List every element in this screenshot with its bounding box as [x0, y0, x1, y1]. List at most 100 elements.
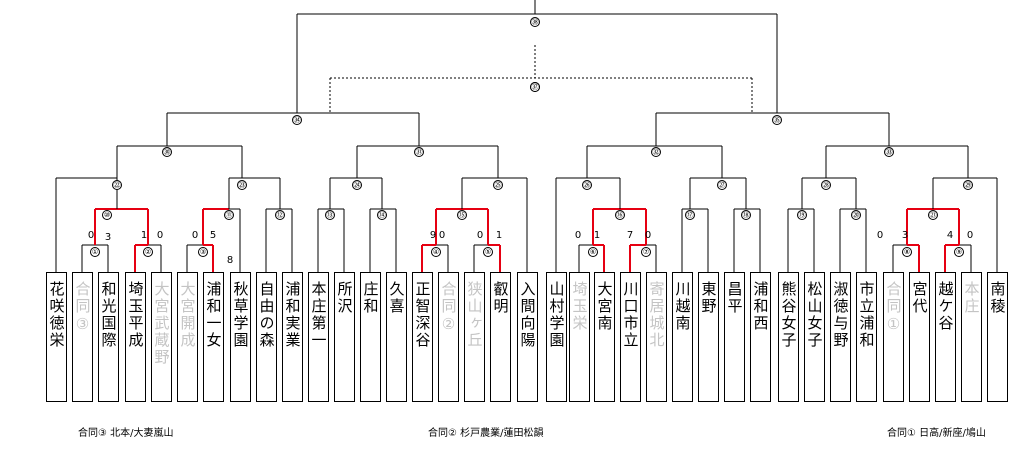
team-name: 淑徳与野 — [831, 281, 850, 349]
game-number: ⑯ — [615, 210, 625, 220]
game-number: ㉒ — [112, 180, 122, 190]
team-name: 所沢 — [335, 281, 354, 315]
score: 5 — [209, 230, 217, 241]
score: 0 — [644, 230, 652, 241]
team-name: 入間向陽 — [518, 281, 537, 349]
team-box: 南稜 — [986, 272, 1008, 402]
team-name: 越ケ谷 — [936, 281, 955, 332]
team-name: 埼玉栄 — [570, 281, 589, 332]
note-joint-team-2: 合同② 杉戸農業/蓮田松韻 — [428, 428, 544, 439]
score: 7 — [626, 230, 634, 241]
team-box: 宮代 — [908, 272, 930, 402]
team-box: 昌平 — [723, 272, 745, 402]
game-number: ㉚ — [162, 147, 172, 157]
score: 0 — [87, 230, 95, 241]
team-box: 所沢 — [333, 272, 355, 402]
team-box: 埼玉平成 — [124, 272, 146, 402]
note-joint-team-3: 合同③ 北本/大妻嵐山 — [78, 428, 174, 439]
team-name: 秋草学園 — [231, 281, 250, 349]
team-name: 本庄第一 — [309, 281, 328, 349]
score: 0 — [438, 230, 446, 241]
team-box: 市立浦和 — [855, 272, 877, 402]
score: 0 — [476, 230, 484, 241]
team-box: 松山女子 — [803, 272, 825, 402]
team-name: 庄和 — [361, 281, 380, 315]
score: 0 — [191, 230, 199, 241]
score: 1 — [140, 230, 148, 241]
team-name: 本庄 — [962, 281, 981, 315]
team-box: 花咲徳栄 — [45, 272, 67, 402]
team-box: 狭山ヶ丘 — [463, 272, 485, 402]
score: 1 — [593, 230, 601, 241]
team-name: 正智深谷 — [413, 281, 432, 349]
team-box: 自由の森 — [255, 272, 277, 402]
game-number: ⑱ — [741, 210, 751, 220]
team-name: 合同③ — [73, 281, 92, 335]
team-name: 花咲徳栄 — [47, 281, 66, 349]
team-name: 和光国際 — [99, 281, 118, 349]
team-box: 本庄第一 — [307, 272, 329, 402]
game-number: ⑮ — [457, 210, 467, 220]
team-box: 埼玉栄 — [568, 272, 590, 402]
team-box: 合同① — [882, 272, 904, 402]
game-number: ㉙ — [963, 180, 973, 190]
game-number: ⑰ — [685, 210, 695, 220]
team-name: 東野 — [699, 281, 718, 315]
game-number: ㉗ — [717, 180, 727, 190]
team-box: 大宮武蔵野 — [150, 272, 172, 402]
team-box: 和光国際 — [97, 272, 119, 402]
team-box: 合同② — [437, 272, 459, 402]
score: 0 — [574, 230, 582, 241]
game-number: ③ — [198, 247, 208, 257]
team-box: 合同③ — [71, 272, 93, 402]
game-number: ㉔ — [352, 180, 362, 190]
team-name: 南稜 — [988, 281, 1007, 315]
team-box: 熊谷女子 — [777, 272, 799, 402]
game-number: ⑤ — [483, 247, 493, 257]
game-number: ㊲ — [530, 82, 540, 92]
note-joint-team-1: 合同① 日高/新座/鳩山 — [887, 428, 986, 439]
team-box: 大宮開成 — [176, 272, 198, 402]
score: 9 — [429, 230, 437, 241]
team-name: 久喜 — [387, 281, 406, 315]
team-box: 浦和一女 — [202, 272, 224, 402]
team-name: 自由の森 — [257, 281, 276, 349]
team-name: 合同① — [884, 281, 903, 335]
team-name: 浦和西 — [751, 281, 770, 332]
team-name: 市立浦和 — [857, 281, 876, 349]
score: 4 — [946, 230, 954, 241]
team-box: 叡明 — [489, 272, 511, 402]
team-name: 合同② — [439, 281, 458, 335]
team-name: 昌平 — [725, 281, 744, 315]
game-number: ⑦ — [641, 247, 651, 257]
game-number: ㉞ — [292, 115, 302, 125]
game-number: ⑭ — [377, 210, 387, 220]
team-name: 浦和実業 — [283, 281, 302, 349]
team-box: 越ケ谷 — [934, 272, 956, 402]
game-number: ⑧ — [902, 247, 912, 257]
game-number: ㉖ — [582, 180, 592, 190]
game-number: ⑬ — [325, 210, 335, 220]
game-number: ① — [90, 247, 100, 257]
game-number: ㉓ — [237, 180, 247, 190]
team-box: 東野 — [697, 272, 719, 402]
game-number: ㊳ — [530, 17, 540, 27]
team-box: 庄和 — [359, 272, 381, 402]
game-number: ⑲ — [797, 210, 807, 220]
game-number: ④ — [431, 247, 441, 257]
team-name: 叡明 — [491, 281, 510, 315]
team-box: 浦和西 — [749, 272, 771, 402]
team-box: 正智深谷 — [411, 272, 433, 402]
game-number: ② — [143, 247, 153, 257]
score: 3 — [901, 230, 909, 241]
game-number: ㉛ — [414, 147, 424, 157]
score: 1 — [495, 230, 503, 241]
game-number: ㉟ — [772, 115, 782, 125]
team-box: 浦和実業 — [281, 272, 303, 402]
game-number: ⑨ — [954, 247, 964, 257]
team-name: 熊谷女子 — [779, 281, 798, 349]
team-box: 久喜 — [385, 272, 407, 402]
team-box: 川口市立 — [619, 272, 641, 402]
game-number: ㉕ — [493, 180, 503, 190]
